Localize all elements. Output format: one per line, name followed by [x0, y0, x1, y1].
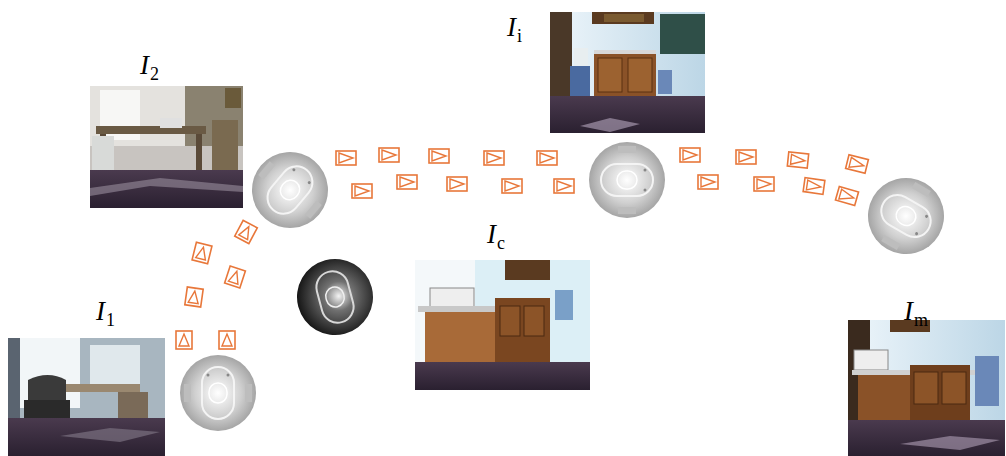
image-subscript: 2: [150, 64, 159, 84]
image-label: I2: [140, 52, 159, 83]
image-label: I1: [96, 298, 115, 329]
image-label: Im: [904, 298, 928, 329]
image-symbol: I: [487, 219, 496, 249]
image-label: Ii: [507, 14, 522, 45]
image-label: Ic: [487, 221, 505, 252]
image-subscript: i: [517, 26, 522, 46]
image-symbol: I: [507, 12, 516, 42]
image-symbol: I: [904, 296, 913, 326]
image-symbol: I: [140, 50, 149, 80]
image-symbol: I: [96, 296, 105, 326]
image-subscript: c: [497, 233, 505, 253]
image-subscript: 1: [106, 310, 115, 330]
image-subscript: m: [914, 310, 928, 330]
